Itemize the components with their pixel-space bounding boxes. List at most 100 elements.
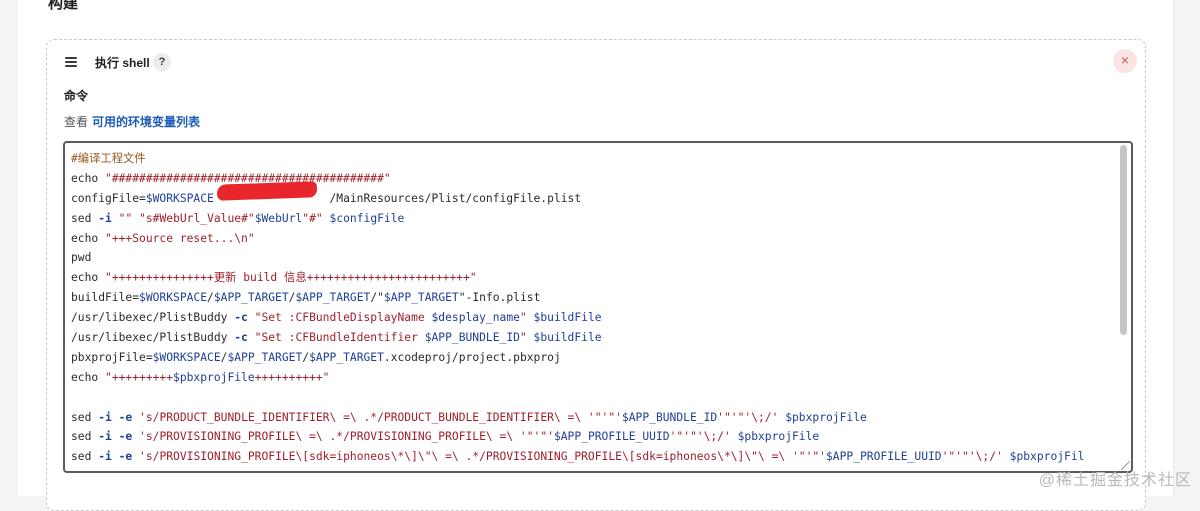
code-token <box>527 331 534 344</box>
env-vars-link[interactable]: 可用的环境变量列表 <box>92 115 201 129</box>
close-step-button[interactable]: × <box>1113 49 1137 73</box>
code-line: pwd <box>71 248 1113 268</box>
code-token: "+++Source reset...\n" <box>105 231 255 245</box>
code-token: configFile= <box>71 191 146 205</box>
code-token <box>248 331 255 344</box>
code-token <box>527 311 534 324</box>
code-token: / <box>288 291 296 305</box>
code-token: /MainResources/Plist/configFile.plist <box>213 191 582 205</box>
code-token: /usr/libexec/PlistBuddy <box>71 331 235 345</box>
code-token: pwd <box>71 251 92 265</box>
code-token: /" <box>370 291 384 305</box>
code-token: $APP_TARGET <box>295 291 371 305</box>
code-token: -i -e <box>98 430 133 444</box>
code-token: "+++++++++ <box>105 370 174 384</box>
code-token: -i <box>98 211 112 225</box>
code-token: $pbxprojFile <box>173 370 255 384</box>
code-line: configFile=$WORKSPACE /MainResources/Pli… <box>71 189 1113 209</box>
code-token: "+++++++++++++++更新 build 信息+++++++++++++… <box>105 271 477 285</box>
code-token: "Set :CFBundleDisplayName <box>254 311 432 325</box>
resize-grip-icon[interactable] <box>1121 461 1130 470</box>
code-token: $WORKSPACE <box>145 191 214 205</box>
code-token: $APP_BUNDLE_ID <box>424 331 520 345</box>
code-token: $WORKSPACE <box>139 291 208 305</box>
code-token: echo <box>71 271 106 285</box>
code-token: $WORKSPACE <box>152 350 221 364</box>
code-token: / <box>220 350 228 364</box>
code-line: /usr/libexec/PlistBuddy -c "Set :CFBundl… <box>71 308 1113 328</box>
code-token: '"'"'\;/' <box>941 450 1003 464</box>
help-icon[interactable]: ? <box>153 53 171 71</box>
code-token: '"'"'\;/' <box>717 410 779 424</box>
code-line: sed -i -e 's/PROVISIONING_PROFILE\[sdk=i… <box>71 447 1113 467</box>
code-token: .xcodeproj/project.pbxproj <box>383 350 561 364</box>
watermark: @稀土掘金技术社区 <box>1038 472 1192 489</box>
code-line: #编译工程文件 <box>71 149 1113 169</box>
code-token: " <box>519 311 527 325</box>
code-line: sed -i -e 's/PRODUCT_BUNDLE_IDENTIFIER\ … <box>71 408 1113 428</box>
code-token: $APP_TARGET <box>309 350 384 364</box>
step-title: 执行 shell <box>95 56 150 70</box>
code-token: /usr/libexec/PlistBuddy <box>71 311 235 325</box>
code-token <box>112 212 119 225</box>
env-prefix-text: 查看 <box>64 115 89 129</box>
code-token: '"'"'\;/' <box>669 430 731 444</box>
code-token <box>248 311 255 324</box>
code-token: ++++++++++" <box>254 370 330 384</box>
code-token: "-Info.plist <box>458 291 541 305</box>
code-token: buildFile= <box>71 291 140 305</box>
editor-scrollbar[interactable] <box>1119 145 1129 467</box>
code-token: 's/PRODUCT_BUNDLE_IDENTIFIER\ =\ .*/PROD… <box>139 410 622 424</box>
code-token: -i -e <box>98 450 133 464</box>
code-token: $APP_TARGET <box>383 291 459 305</box>
code-token: $APP_TARGET <box>213 291 289 305</box>
code-token: 's/PROVISIONING_PROFILE\ =\ .*/PROVISION… <box>139 430 554 444</box>
code-token: "s#WebUrl_Value#" <box>139 211 255 225</box>
scrollbar-thumb[interactable] <box>1120 145 1127 335</box>
code-token: $buildFile <box>533 311 602 325</box>
code-token: $APP_TARGET <box>227 350 303 364</box>
code-token: 's/PROVISIONING_PROFILE\[sdk=iphoneos\*\… <box>139 450 826 464</box>
code-token <box>323 212 330 225</box>
code-token: " <box>519 331 527 345</box>
code-token: echo <box>71 231 106 245</box>
code-token <box>1003 450 1010 463</box>
code-token: $pbxprojFil <box>1009 450 1085 464</box>
code-line: pbxprojFile=$WORKSPACE/$APP_TARGET/$APP_… <box>71 348 1113 368</box>
code-token <box>731 430 738 443</box>
code-line: /usr/libexec/PlistBuddy -c "Set :CFBundl… <box>71 328 1113 348</box>
code-token: $configFile <box>329 211 405 225</box>
code-line: buildFile=$WORKSPACE/$APP_TARGET/$APP_TA… <box>71 288 1113 308</box>
code-token: "Set :CFBundleIdentifier <box>254 331 425 345</box>
code-token: $WebUrl <box>254 211 303 225</box>
code-token: sed <box>71 450 99 464</box>
code-token: echo <box>71 171 106 185</box>
code-line: sed -i -e 's/PROVISIONING_PROFILE\ =\ .*… <box>71 427 1113 447</box>
code-token: $desplay_name <box>431 311 520 325</box>
code-token: -c <box>234 311 248 325</box>
code-token: pbxprojFile= <box>71 350 153 364</box>
section-title: 构建 <box>48 0 79 12</box>
code-token: "" <box>118 211 133 225</box>
code-token: sed <box>71 211 99 225</box>
code-token: "#" <box>302 211 323 225</box>
code-line: sed -i "" "s#WebUrl_Value#"$WebUrl"#" $c… <box>71 209 1113 229</box>
code-token: / <box>302 350 310 364</box>
code-token: -c <box>234 331 248 345</box>
code-token: $APP_PROFILE_UUID <box>553 430 670 444</box>
env-vars-row: 查看可用的环境变量列表 <box>64 113 200 130</box>
code-token: $pbxprojFile <box>785 410 867 424</box>
drag-handle-icon[interactable] <box>65 57 77 67</box>
code-line <box>71 388 1113 408</box>
code-line: echo "+++Source reset...\n" <box>71 229 1113 249</box>
code-token: sed <box>71 430 99 444</box>
code-token: / <box>207 291 214 305</box>
command-label: 命令 <box>64 89 89 103</box>
code-token: $APP_BUNDLE_ID <box>621 410 718 424</box>
code-line: echo "+++++++++$pbxprojFile++++++++++" <box>71 368 1113 388</box>
code-line: echo "##################################… <box>71 169 1113 189</box>
code-token: $APP_PROFILE_UUID <box>825 450 942 464</box>
